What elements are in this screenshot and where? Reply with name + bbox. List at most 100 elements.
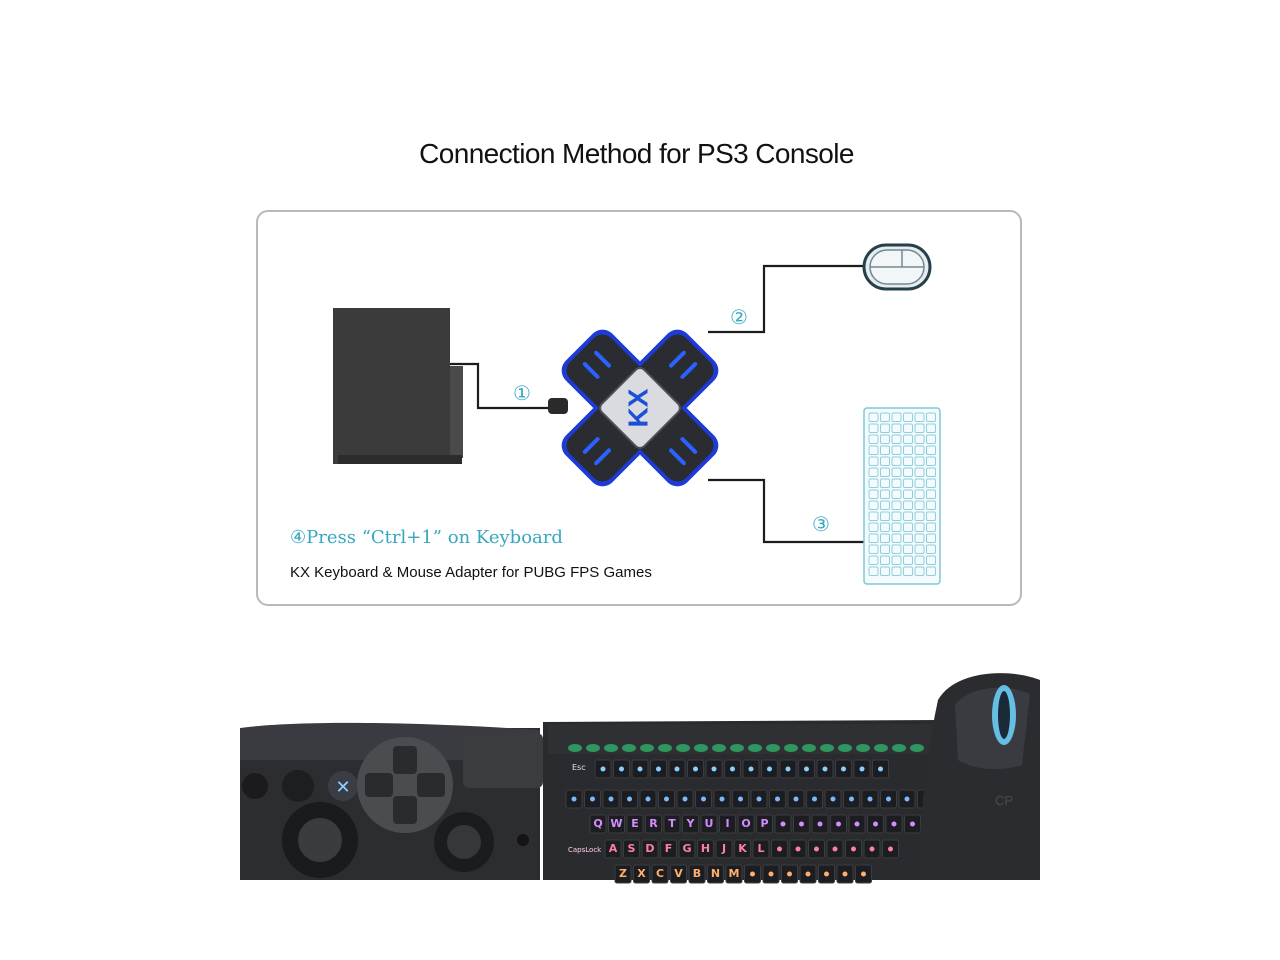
keyboard-icon-key [891,445,902,455]
photo-key-legend: B [693,867,701,880]
keyboard-icon-key [926,533,936,543]
dpad [365,746,445,824]
step-one-label: ① [513,381,531,405]
keyboard-icon-key [914,511,925,521]
photo-key-glow [619,766,624,772]
keyboard-icon-key [914,478,925,488]
keyboard-icon-key [880,533,890,543]
photo-key-legend: C [656,867,664,880]
keyboard-icon-key [880,522,890,532]
keyboard-icon-key [880,478,890,488]
led-dot [676,744,690,752]
keyboard-icon-key [914,434,925,444]
photo-key-legend: T [668,817,676,830]
keyboard-icon-key [903,533,913,543]
mouse-brand-label: CP [995,793,1013,808]
keyboard-icon-key [914,412,925,422]
photo-key-glow [817,821,823,827]
photo-key-glow [785,766,791,772]
page-title: Connection Method for PS3 Console [419,138,854,169]
photo-key-glow [804,766,809,772]
led-dot [604,744,618,752]
photo-key-glow [656,766,661,772]
photo-key-glow [780,821,786,827]
photo-key-glow [682,796,688,802]
photo-key-legend: R [649,817,658,830]
photo-key-legend: Y [686,817,696,830]
keyboard-icon-key [880,544,890,554]
keyboard-icon-key [926,423,936,433]
keyboard-icon-key [914,456,925,466]
photo-key-glow [711,766,717,772]
photo-key-legend: K [738,842,747,855]
cable-mouse [708,264,864,334]
keyboard-icon-key [891,544,902,554]
keyboard-icon-key [880,489,890,499]
keyboard-icon-key [926,456,936,466]
photo-keyboard-key [604,839,622,859]
photo-key-glow [738,796,743,802]
keyboard-icon-key [903,511,913,521]
photo-keyboard-key [614,864,632,884]
led-dot [640,744,654,752]
kx-adapter-icon: KX [561,329,719,487]
photo-keyboard-key [734,839,751,859]
keyboard-icon-key [880,434,890,444]
led-dot [658,744,672,752]
keyboard-icon-key [914,489,925,499]
photo-keyboard-key [682,814,699,834]
photo-key-legend: S [628,842,636,855]
keyboard-icon-key [891,467,902,477]
keyboard-icon-key [926,445,936,455]
photo-key-glow [748,766,754,772]
photo-keyboard-key [752,839,770,859]
keyboard-icon-key [891,566,902,576]
led-dot [838,744,852,752]
step-three-label: ③ [812,512,830,536]
keyboard-icon-key [903,555,913,565]
keyboard-icon-key [868,522,879,532]
photo-key-legend: L [757,842,764,855]
led-strip [568,744,924,752]
photo-key-glow [904,796,910,802]
photo-key-glow [849,796,854,802]
photo-keyboard-key [663,814,681,834]
keyboard-icon-key [903,434,913,444]
keyboard-icon-key [926,489,936,499]
led-dot [730,744,744,752]
photo-key-glow [861,871,866,877]
keyboard-icon-key [868,511,879,521]
keyboard-icon-key [880,555,890,565]
led-dot [856,744,870,752]
keyboard-icon-key [880,423,890,433]
keyboard-icon-key [926,500,936,510]
photo-key-legend: V [674,867,683,880]
cables [450,264,864,544]
keyboard-icon-key [914,566,925,576]
photo-key-glow [799,821,804,827]
led-dot [622,744,636,752]
photo-key-glow [719,796,725,802]
keyboard-icon-key [903,445,913,455]
photo-key-legend: A [609,842,618,855]
photo-key-legend: D [645,842,654,855]
photo-key-legend: O [741,817,750,830]
photo-keyboard-key [645,814,662,834]
keyboard-icon-key [891,489,902,499]
adapter-plug [548,398,568,414]
photo-keyboard-key [626,814,644,834]
photo-key-legend: Z [619,867,627,880]
led-dot [694,744,708,752]
photo-key-glow [664,796,669,802]
photo-key-glow [701,796,706,802]
photo-key-glow [873,821,878,827]
cable-console [450,362,556,410]
photo-keyboard-key [651,864,669,884]
keyboard-icon-key [868,489,879,499]
key-esc: Esc [572,763,586,772]
photo-key-legend: G [682,842,691,855]
keyboard-icon-key [903,478,913,488]
photo-key-glow [886,796,891,802]
